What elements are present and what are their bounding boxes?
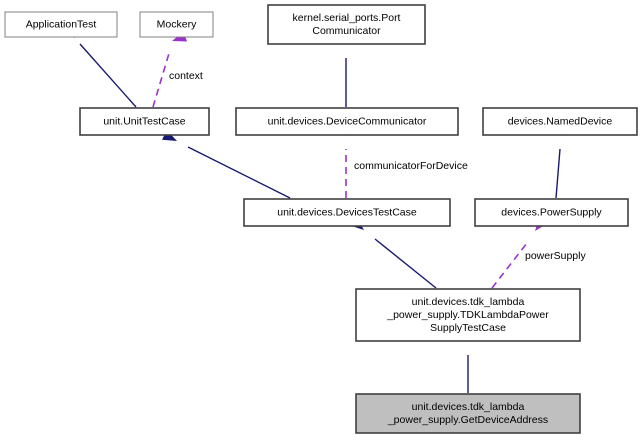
class-name-line: unit.UnitTestCase bbox=[103, 115, 185, 127]
edge-label-devicestestcase-to-devicecommunicator: communicatorForDevice bbox=[354, 160, 468, 172]
class-node-application-test[interactable]: ApplicationTest bbox=[4, 11, 118, 38]
edge-line bbox=[374, 238, 437, 289]
class-box[interactable] bbox=[355, 288, 581, 342]
class-box[interactable] bbox=[355, 393, 581, 434]
nodes-layer: ApplicationTest Mockery kernel.serial_port… bbox=[4, 4, 638, 434]
class-box[interactable] bbox=[79, 107, 210, 136]
class-box[interactable] bbox=[267, 4, 426, 45]
class-node-unit-devices-tdk-lambda-power-supply-tdklambdapowersupplytestcase[interactable]: unit.devices.tdk_lambda_power_supply.TDK… bbox=[355, 288, 581, 342]
edge-line bbox=[491, 242, 528, 289]
class-name-line: SupplyTestCase bbox=[430, 322, 506, 334]
edge-line bbox=[555, 148, 561, 199]
class-node-unit-devices-devicestestcase[interactable]: unit.devices.DevicesTestCase bbox=[243, 198, 451, 227]
class-box[interactable] bbox=[235, 107, 459, 136]
class-node-unit-unittestcase[interactable]: unit.UnitTestCase bbox=[79, 107, 210, 136]
class-box[interactable] bbox=[139, 11, 214, 38]
class-name-line: unit.devices.tdk_lambda bbox=[412, 401, 525, 413]
edge-label-unittestcase-to-mockery: context bbox=[169, 70, 203, 82]
class-name-line: Communicator bbox=[312, 25, 381, 37]
class-node-devices-powersupply[interactable]: devices.PowerSupply bbox=[474, 198, 629, 227]
class-node-unit-devices-tdk-lambda-power-supply-getdeviceaddress[interactable]: unit.devices.tdk_lambda_power_supply.Get… bbox=[355, 393, 581, 434]
class-node-devices-nameddevice[interactable]: devices.NamedDevice bbox=[482, 107, 638, 136]
class-name-line: unit.devices.tdk_lambda bbox=[412, 296, 525, 308]
class-name-line: unit.devices.DeviceCommunicator bbox=[268, 115, 427, 127]
class-box[interactable] bbox=[4, 11, 118, 38]
edge-devicestestcase-to-unittestcase bbox=[162, 130, 291, 199]
class-name-line: devices.PowerSupply bbox=[501, 206, 602, 218]
class-box[interactable] bbox=[243, 198, 451, 227]
class-name-line: devices.NamedDevice bbox=[508, 115, 613, 127]
class-name-line: kernel.serial_ports.Port bbox=[293, 12, 401, 24]
class-name-line: _power_supply.GetDeviceAddress bbox=[387, 414, 548, 426]
class-node-mockery[interactable]: Mockery bbox=[139, 11, 214, 38]
edge-line bbox=[79, 43, 137, 108]
class-name-line: Mockery bbox=[157, 18, 197, 30]
class-node-unit-devices-devicecommunicator[interactable]: unit.devices.DeviceCommunicator bbox=[235, 107, 459, 136]
class-box[interactable] bbox=[482, 107, 638, 136]
class-name-line: _power_supply.TDKLambdaPower bbox=[386, 309, 549, 321]
edge-label-tdklambda-to-powersupply: powerSupply bbox=[525, 250, 586, 262]
edge-line bbox=[152, 49, 171, 108]
edge-line bbox=[187, 146, 291, 199]
edge-tdklambda-to-devicestestcase bbox=[349, 216, 437, 289]
edge-labels-layer: context communicatorForDevice powerSupply bbox=[169, 70, 586, 262]
class-box[interactable] bbox=[474, 198, 629, 227]
class-name-line: unit.devices.DevicesTestCase bbox=[277, 206, 417, 218]
class-name-line: ApplicationTest bbox=[26, 18, 97, 30]
